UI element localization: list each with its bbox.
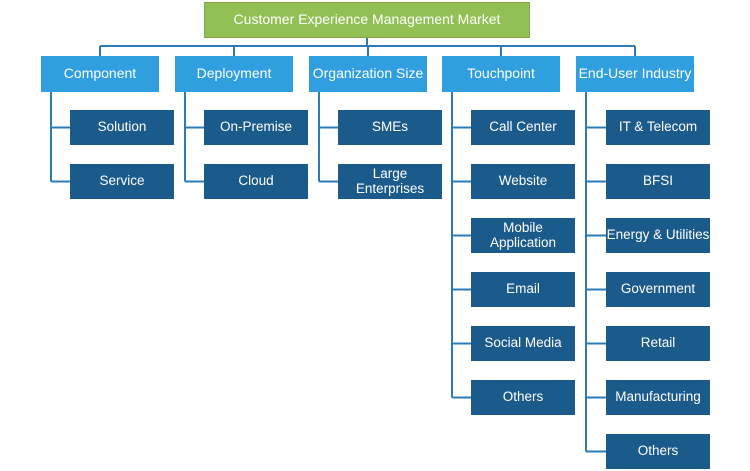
leaf-node: Social Media: [471, 326, 575, 361]
leaf-node: Manufacturing: [606, 380, 710, 415]
category-node: Component: [41, 56, 159, 92]
category-node: Touchpoint: [442, 56, 560, 92]
leaf-node: Solution: [70, 110, 174, 145]
category-node: Deployment: [175, 56, 293, 92]
leaf-node: IT & Telecom: [606, 110, 710, 145]
leaf-node: Mobile Application: [471, 218, 575, 253]
leaf-node: Large Enterprises: [338, 164, 442, 199]
leaf-node: Government: [606, 272, 710, 307]
category-node: End-User Industry: [576, 56, 694, 92]
category-node: Organization Size: [309, 56, 427, 92]
leaf-node: Others: [471, 380, 575, 415]
leaf-node: Energy & Utilities: [606, 218, 710, 253]
root-node-title: Customer Experience Management Market: [204, 2, 530, 38]
leaf-node: BFSI: [606, 164, 710, 199]
leaf-node: Others: [606, 434, 710, 469]
leaf-node: On-Premise: [204, 110, 308, 145]
leaf-node: Service: [70, 164, 174, 199]
leaf-node: Retail: [606, 326, 710, 361]
leaf-node: Email: [471, 272, 575, 307]
leaf-node: Website: [471, 164, 575, 199]
leaf-node: SMEs: [338, 110, 442, 145]
leaf-node: Cloud: [204, 164, 308, 199]
leaf-node: Call Center: [471, 110, 575, 145]
